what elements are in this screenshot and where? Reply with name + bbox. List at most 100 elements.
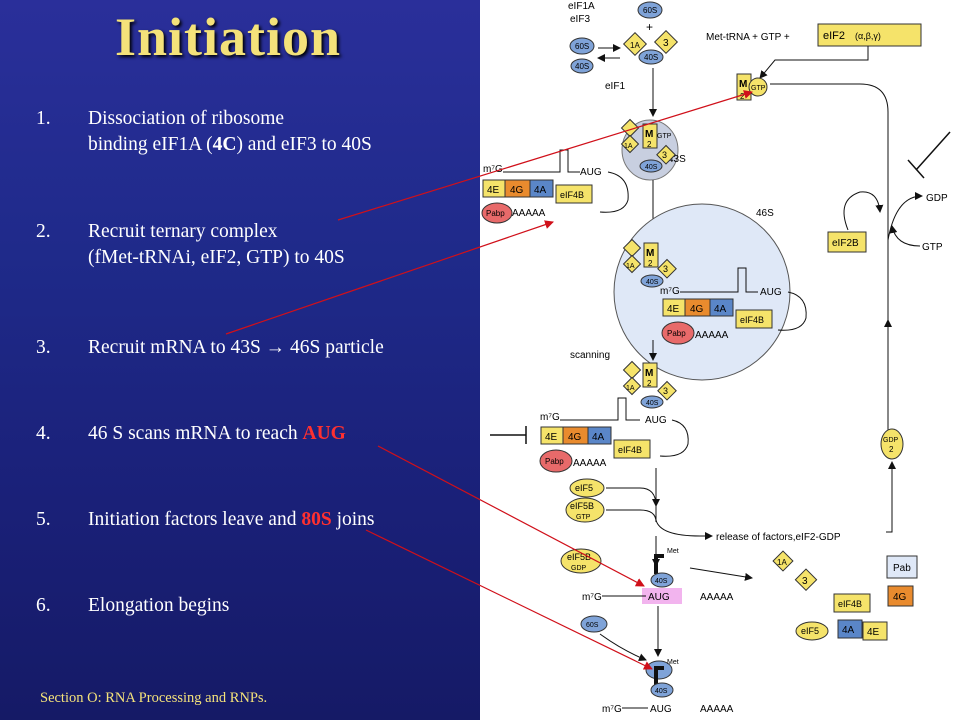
pabp: [481, 202, 513, 224]
arrow: [886, 461, 896, 533]
label-eif2b: eIF2B: [832, 238, 859, 249]
label-gdp: GDP: [883, 437, 899, 444]
ribosome-60s: [580, 615, 608, 633]
arrow: [655, 519, 713, 540]
mrna-line: [680, 267, 758, 293]
step-text-part: binding eIF1A (: [88, 134, 213, 155]
factor-eif5b: [565, 497, 605, 523]
label-3: 3: [663, 38, 669, 49]
factor-3: [653, 29, 679, 55]
step-6: 6.Elongation begins: [36, 593, 229, 619]
arrow: [689, 567, 753, 581]
factor-4a: [529, 179, 554, 198]
gdp-eif2: [880, 428, 904, 460]
label-60s: 60S: [586, 622, 599, 629]
factor-1: [622, 360, 642, 380]
label-gdp: GDP: [571, 565, 587, 572]
met-trna-block: [642, 362, 658, 388]
factor-1: [620, 118, 640, 138]
label-60s: 60S: [575, 42, 589, 51]
label-eif1: eIF1: [605, 81, 625, 92]
step-5: 5.Initiation factors leave and 80S joins: [36, 507, 375, 533]
highlight-aug: AUG: [302, 423, 346, 444]
factor-1: [622, 238, 642, 258]
mrna-loop: [659, 419, 689, 457]
arrow: [599, 633, 647, 661]
label-m: M: [739, 79, 747, 90]
label-46s: 46S: [756, 208, 774, 219]
mrna-loop: [599, 171, 629, 213]
ribosome-40s: [638, 49, 664, 65]
label-eif5: eIF5: [801, 626, 819, 636]
met-trna-block: [643, 242, 659, 268]
step-text-bold: 4C: [212, 134, 237, 155]
label-eif2: eIF2: [823, 30, 845, 42]
mrna-line: [560, 397, 640, 421]
step-number: 4.: [36, 423, 51, 444]
ribosome-60s: [637, 1, 663, 19]
factor-eif5b: [560, 548, 602, 574]
label-aug: AUG: [648, 592, 670, 603]
step-2: 2.Recruit ternary complex (fMet-tRNAi, e…: [36, 219, 345, 271]
mrna-line: [503, 149, 580, 173]
label-m7g: m⁷G: [483, 164, 503, 175]
label-4e: 4E: [545, 432, 558, 443]
step-text: Dissociation of ribosome: [88, 108, 285, 129]
factor-eif2b: [827, 231, 867, 253]
step-3: 3.Recruit mRNA to 43S → 46S particle: [36, 335, 384, 361]
label-3: 3: [802, 576, 808, 587]
ribosome-40s: [650, 572, 674, 588]
label-4e: 4E: [667, 304, 680, 315]
factor-1a: [772, 550, 794, 572]
label-2: 2: [889, 445, 894, 454]
factor-3: [657, 380, 677, 401]
label-plus: +: [646, 20, 653, 34]
factor-3: [656, 144, 676, 165]
factor-4g: [887, 585, 914, 607]
label-eif5b: eIF5B: [570, 501, 594, 511]
arrow: [759, 46, 869, 79]
label-eif1a: eIF1A: [568, 1, 595, 12]
label-40s: 40S: [644, 53, 658, 62]
factor-3: [657, 258, 677, 279]
step-text: Recruit ternary complex: [88, 221, 278, 242]
label-4a: 4A: [714, 304, 727, 315]
label-3: 3: [663, 386, 668, 396]
text-panel: Initiation 1.Dissociation of ribosome bi…: [0, 0, 480, 720]
label-1a: 1A: [777, 558, 787, 567]
eif2-box: [817, 23, 922, 47]
label-m: M: [646, 248, 654, 259]
label-3: 3: [662, 150, 667, 160]
label-4g: 4G: [510, 185, 524, 196]
ribosome-40s: [570, 58, 594, 74]
step-text: 46 S scans mRNA to reach: [88, 423, 303, 444]
label-pabp: Pabp: [545, 457, 564, 466]
factor-eif5: [569, 478, 605, 498]
ribosome-40s: [639, 159, 663, 173]
label-aug: AUG: [650, 704, 672, 715]
zone-43s: [621, 119, 679, 181]
label-1a: 1A: [626, 385, 635, 392]
label-40s: 40S: [655, 688, 668, 695]
label-m7g: m⁷G: [602, 704, 622, 715]
label-1a: 1A: [626, 263, 635, 270]
factor-4a: [709, 298, 734, 317]
label-4a: 4A: [534, 185, 547, 196]
label-eif5: eIF5: [575, 483, 593, 493]
label-4e: 4E: [487, 185, 500, 196]
label-met-trna: Met-tRNA + GTP +: [706, 32, 790, 43]
label-40s: 40S: [645, 164, 658, 171]
label-m7g: m⁷G: [660, 286, 680, 297]
factor-1a: [622, 31, 648, 57]
label-40s: 40S: [646, 400, 659, 407]
pabp: [539, 449, 573, 473]
label-gtp: GTP: [922, 242, 943, 253]
label-3: 3: [663, 264, 668, 274]
factor-1a: [622, 376, 642, 396]
step-number: 5.: [36, 509, 51, 530]
label-4g: 4G: [568, 432, 582, 443]
ribosome-60s: [569, 37, 595, 55]
aug-highlight: [642, 588, 682, 604]
pabp: [661, 321, 695, 345]
